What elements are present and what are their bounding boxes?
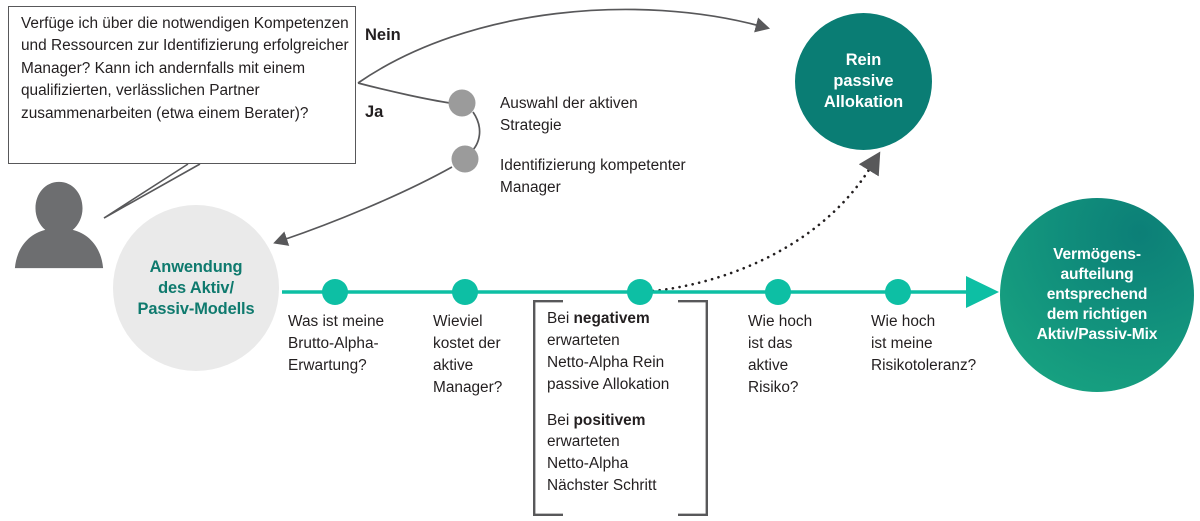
circle-start-model: Anwendung des Aktiv/ Passiv-Modells [113, 205, 279, 371]
timeline-dot-0 [322, 279, 348, 305]
bracket-callout: Bei negativem erwarteten Netto-Alpha Rei… [533, 300, 708, 516]
timeline-dot-3 [765, 279, 791, 305]
callout-negative-emphasis: negativem [573, 310, 650, 327]
callout-positive-rest: erwarteten Netto-Alpha Nächster Schritt [547, 433, 657, 495]
callout-positive-lead: Bei [547, 411, 574, 429]
gray-node-dot-1 [451, 145, 479, 173]
timeline-dot-1 [452, 279, 478, 305]
callout-positive-paragraph: Bei positivem erwarteten Netto-Alpha Näc… [547, 410, 707, 498]
circle-pure-passive-allocation: Rein passive Allokation [795, 13, 932, 150]
branch-path-nein [357, 8, 771, 84]
bracket-callout-body: Bei negativem erwarteten Netto-Alpha Rei… [547, 308, 707, 497]
callout-negative-paragraph: Bei negativem erwarteten Netto-Alpha Rei… [547, 308, 707, 396]
person-icon [14, 181, 104, 269]
gray-node-label-active-strategy: Auswahl der aktiven Strategie [500, 95, 638, 134]
circle-start-model-label: Anwendung des Aktiv/ Passiv-Modells [137, 257, 255, 318]
speech-bubble-text: Verfüge ich über die notwendigen Kompete… [21, 15, 349, 122]
callout-negative-rest: erwarteten Netto-Alpha Rein passive Allo… [547, 331, 670, 393]
callout-negative-lead: Bei [547, 310, 574, 327]
circle-asset-allocation-outcome-label: Vermögens- aufteilung entsprechend dem r… [1036, 246, 1158, 343]
timeline-arrowhead [966, 276, 999, 308]
branch-label-no: Nein [365, 26, 401, 44]
gray-node-link [469, 111, 481, 154]
gray-node-label-competent-manager: Identifizierung kompetenter Manager [500, 157, 686, 196]
branch-path-ja [357, 82, 451, 104]
timeline-step-label-0: Was ist meine Brutto-Alpha- Erwartung? [288, 313, 385, 374]
gray-node-dot-0 [448, 89, 476, 117]
speech-bubble: Verfüge ich über die notwendigen Kompete… [8, 6, 356, 164]
return-path-to-start [273, 166, 453, 246]
circle-asset-allocation-outcome: Vermögens- aufteilung entsprechend dem r… [1000, 198, 1194, 392]
timeline-step-label-3: Wie hoch ist das aktive Risiko? [748, 313, 813, 396]
bracket-corners-icon [533, 300, 708, 516]
branch-label-yes: Ja [365, 103, 384, 121]
callout-positive-emphasis: positivem [573, 411, 646, 429]
timeline-step-label-4: Wie hoch ist meine Risikotoleranz? [871, 313, 977, 374]
timeline-step-label-1: Wieviel kostet der aktive Manager? [433, 313, 503, 396]
timeline-dot-4 [885, 279, 911, 305]
circle-pure-passive-allocation-label: Rein passive Allokation [823, 50, 904, 112]
